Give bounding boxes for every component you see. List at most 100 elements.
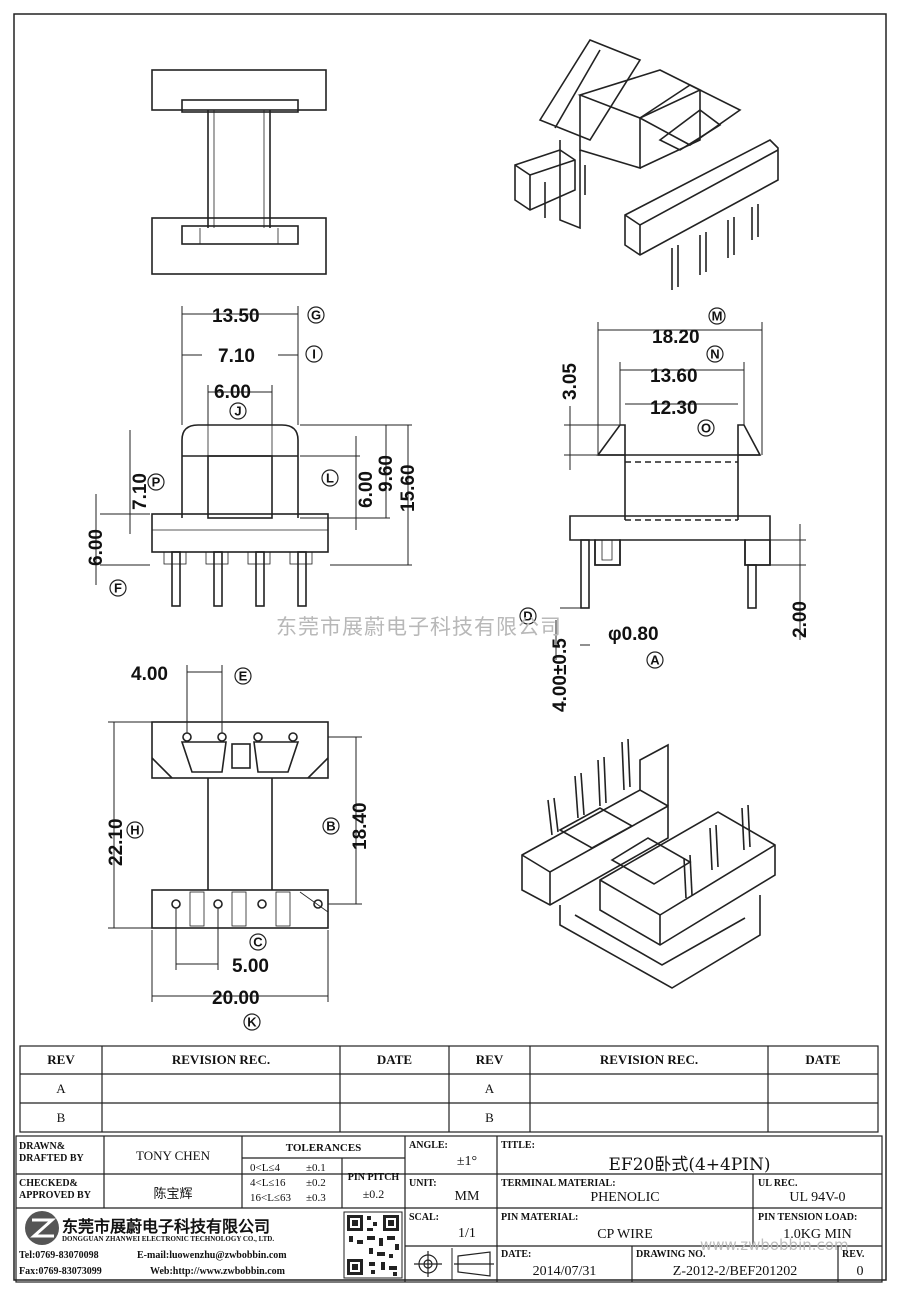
qr-code	[343, 1211, 403, 1279]
front-view-dims	[95, 306, 412, 585]
svg-text:O: O	[701, 421, 711, 436]
dim-200: 2.00	[790, 601, 811, 638]
tol-range-2: 4<L≤16	[250, 1177, 286, 1189]
revision-table-grid	[19, 1045, 879, 1133]
tol-range-1: 0<L≤4	[250, 1162, 280, 1174]
company-email: E-mail:luowenzhu@zwbobbin.com	[137, 1250, 287, 1261]
scale-label: SCAL:	[409, 1212, 440, 1223]
svg-text:F: F	[114, 581, 122, 596]
rev-row-a-1: A	[56, 1081, 66, 1096]
rev-row-a-2: A	[484, 1081, 495, 1096]
dim-400: 4.00±0.5	[550, 638, 571, 712]
dim-g: 13.50	[212, 306, 260, 327]
projection-symbol	[414, 1251, 494, 1277]
dim-f: 6.00	[86, 529, 107, 566]
svg-text:J: J	[234, 404, 241, 419]
scale-value: 1/1	[458, 1226, 476, 1241]
svg-text:P: P	[152, 475, 161, 490]
terminal-material-label: TERMINAL MATERIAL:	[501, 1178, 616, 1189]
front-view	[151, 424, 329, 607]
svg-text:B: B	[326, 819, 335, 834]
callout-j	[229, 402, 247, 420]
dim-o: 12.30	[650, 398, 698, 419]
callout-circles	[109, 306, 726, 1031]
title-value: EF20卧式(4+4PIN)	[608, 1155, 771, 1175]
ul-rec-value: UL 94V-0	[789, 1190, 846, 1205]
rev-header-2: REV	[475, 1052, 504, 1067]
svg-text:I: I	[312, 347, 316, 362]
drawing-no-label: DRAWING NO.	[636, 1249, 706, 1260]
callout-letters: G I J P F L M N O A D E H B C K	[114, 308, 722, 1030]
terminal-material-value: PHENOLIC	[590, 1190, 660, 1205]
drawn-value: TONY CHEN	[135, 1148, 211, 1163]
pin-material-label: PIN MATERIAL:	[501, 1212, 579, 1223]
dim-305: 3.05	[560, 363, 581, 400]
dim-j: 6.00	[214, 382, 251, 403]
callout-h	[126, 821, 144, 839]
callout-f	[109, 579, 127, 597]
title-label: TITLE:	[501, 1140, 535, 1151]
callout-g	[307, 306, 325, 324]
bottom-view-dims	[108, 665, 362, 1002]
tolerances-label: TOLERANCES	[285, 1142, 362, 1154]
svg-text:L: L	[326, 471, 334, 486]
callout-l	[321, 469, 339, 487]
pin-pitch-value: ±0.2	[362, 1187, 385, 1201]
date-value: 2014/07/31	[532, 1264, 597, 1279]
dim-b: 18.40	[350, 802, 371, 850]
callout-b	[322, 817, 340, 835]
company-name-cn: 东莞市展蔚电子科技有限公司	[62, 1217, 271, 1236]
svg-text:C: C	[253, 935, 263, 950]
unit-label: UNIT:	[409, 1178, 437, 1189]
rev-label: REV.	[842, 1249, 865, 1260]
svg-text:G: G	[311, 308, 321, 323]
sheet-border	[13, 13, 887, 1281]
dim-k: 20.00	[212, 988, 260, 1009]
svg-text:H: H	[130, 823, 139, 838]
callout-d	[519, 607, 537, 625]
company-web: Web:http://www.zwbobbin.com	[150, 1266, 286, 1277]
dim-p: 7.10	[130, 473, 151, 510]
ul-rec-label: UL REC.	[758, 1178, 798, 1189]
callout-k	[243, 1013, 261, 1031]
dim-e: 4.00	[131, 664, 168, 685]
callout-i	[305, 345, 323, 363]
pin-material-value: CP WIRE	[597, 1227, 653, 1242]
iso-view-bottom	[521, 738, 776, 989]
date-header-2: DATE	[805, 1052, 841, 1067]
angle-value: ±1°	[456, 1154, 478, 1169]
company-tel: Tel:0769-83070098	[19, 1250, 99, 1261]
watermark-text: 东莞市展蔚电子科技有限公司	[276, 615, 562, 639]
rev-value: 0	[856, 1264, 864, 1279]
dim-c: 5.00	[232, 956, 269, 977]
unit-value: MM	[454, 1189, 480, 1204]
tol-value-2: ±0.2	[306, 1177, 326, 1189]
svg-text:M: M	[712, 309, 723, 324]
company-logo	[25, 1211, 59, 1245]
revision-rec-header-1: REVISION REC.	[171, 1052, 271, 1067]
callout-m	[708, 307, 726, 325]
pin-pitch-label: PIN PITCH	[347, 1172, 400, 1183]
side-view	[569, 424, 771, 609]
title-block-grid	[15, 1135, 883, 1283]
rev-row-b-2: B	[485, 1110, 494, 1125]
drawn-label: DRAWN& DRAFTED BY	[19, 1141, 84, 1164]
rev-row-b-1: B	[56, 1110, 66, 1125]
company-name-en: DONGGUAN ZHANWEI ELECTRONIC TECHNOLOGY C…	[62, 1235, 275, 1243]
checked-label: CHECKED& APPROVED BY	[19, 1178, 91, 1201]
drawing-no-value: Z-2012-2/BEF201202	[672, 1264, 798, 1279]
date-header-1: DATE	[376, 1052, 413, 1067]
callout-c	[249, 933, 267, 951]
bottom-view	[151, 721, 329, 929]
dim-960: 9.60	[376, 455, 397, 492]
checked-value: 陈宝辉	[153, 1187, 193, 1202]
callout-n	[706, 345, 724, 363]
watermark-url: www.zwbobbin.com	[700, 1236, 849, 1254]
side-view-dims	[555, 322, 806, 660]
dim-i: 7.10	[218, 346, 255, 367]
dim-h: 22.10	[106, 818, 127, 866]
svg-text:D: D	[523, 609, 532, 624]
callout-a	[646, 651, 664, 669]
